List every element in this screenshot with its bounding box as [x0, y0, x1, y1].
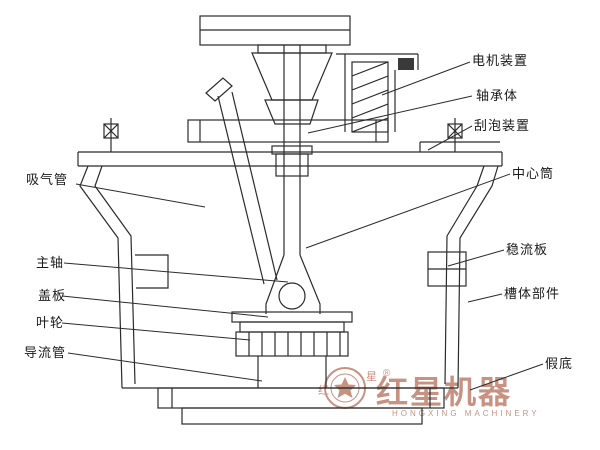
label-suction-pipe: 吸气管	[26, 172, 69, 187]
motor-device	[336, 53, 419, 133]
main-shaft	[265, 45, 321, 314]
watermark-reg-mark: ®	[383, 368, 391, 379]
watermark-logo: 红 星 红星机器 ® HONGXING MACHINERY	[318, 367, 540, 418]
leader-suction-pipe	[75, 183, 206, 208]
label-guide-tube: 导流管	[24, 345, 67, 360]
label-center-tube: 中心筒	[512, 166, 555, 181]
label-stabilizer: 稳流板	[506, 242, 549, 257]
tank-body	[79, 165, 499, 389]
leader-tank-body	[467, 293, 503, 303]
leader-main-shaft	[63, 262, 289, 283]
label-impeller: 叶轮	[36, 315, 65, 330]
leader-center-tube	[305, 173, 511, 249]
label-motor-device: 电机装置	[472, 53, 529, 68]
leader-guide-tube	[67, 352, 263, 382]
label-cover-plate: 盖板	[38, 288, 67, 303]
leader-lines	[61, 61, 544, 391]
leader-motor-device	[381, 61, 471, 96]
impeller	[235, 331, 349, 357]
watermark-right-char: 星	[366, 370, 377, 383]
watermark-subtext: HONGXING MACHINERY	[392, 409, 540, 418]
watermark-brand: 红星机器	[376, 374, 512, 410]
leader-scraper	[427, 125, 473, 151]
bolt-post-left	[103, 118, 119, 152]
label-bearing-body: 轴承体	[476, 88, 519, 103]
label-main-shaft: 主轴	[36, 255, 65, 270]
leader-cover-plate	[61, 295, 269, 318]
stabilizer-plate	[427, 251, 467, 287]
top-cap	[199, 15, 351, 54]
scraper-device	[419, 141, 500, 152]
bearing-platform	[187, 119, 389, 143]
label-false-bottom: 假底	[545, 356, 574, 371]
tank-rim	[77, 151, 503, 167]
suction-pipe	[205, 77, 278, 285]
false-bottom-base	[157, 387, 445, 425]
watermark-left-char: 红	[318, 384, 329, 397]
guide-tube	[257, 356, 327, 388]
leader-bearing-body	[307, 95, 473, 134]
label-scraper-device: 刮泡装置	[474, 118, 531, 133]
label-tank-body: 槽体部件	[504, 286, 561, 301]
leader-false-bottom	[469, 363, 544, 391]
leader-impeller	[61, 322, 251, 341]
leader-stabilizer	[447, 249, 505, 267]
upper-cone-housing	[251, 52, 333, 125]
